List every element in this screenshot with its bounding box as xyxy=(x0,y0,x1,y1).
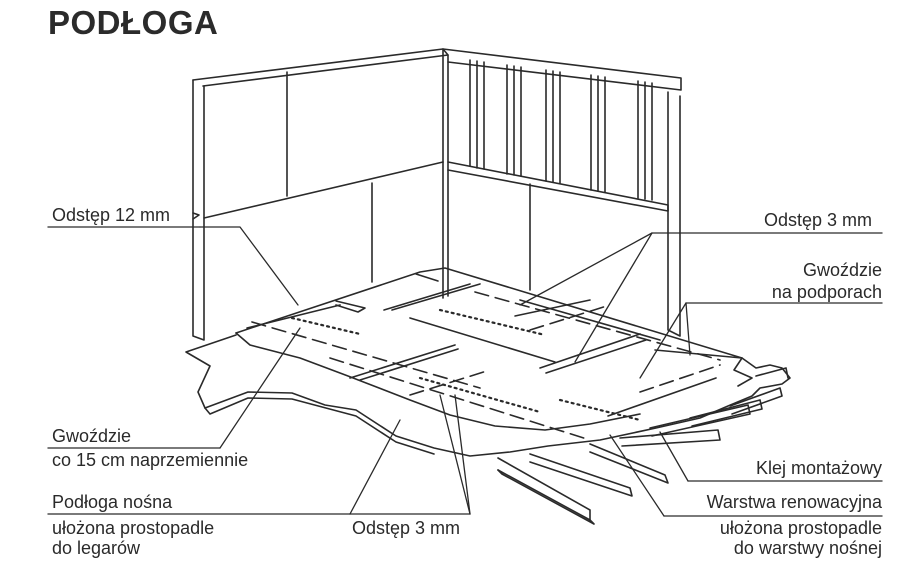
leader-lines xyxy=(47,226,883,517)
label-podloga-1: Podłoga nośna xyxy=(52,492,173,512)
label-warstwa-3: do warstwy nośnej xyxy=(733,538,882,558)
joists xyxy=(497,367,789,525)
label-warstwa-1: Warstwa renowacyjna xyxy=(706,492,882,512)
wall-studs xyxy=(469,59,653,201)
label-gwozdzie-left-1: Gwoździe xyxy=(52,426,132,446)
label-gwozdzie-top-2: na podporach xyxy=(771,282,882,302)
label-podloga-3: do legarów xyxy=(52,538,141,558)
label-gwozdzie-left-2: co 15 cm naprzemiennie xyxy=(52,450,249,470)
wall-left xyxy=(192,48,449,341)
label-podloga-2: ułożona prostopadle xyxy=(52,518,215,538)
label-klej: Klej montażowy xyxy=(755,458,882,478)
nail-rows xyxy=(290,308,642,422)
hidden-joints xyxy=(251,291,721,441)
label-gwozdzie-top-1: Gwoździe xyxy=(802,260,882,280)
page-title: PODŁOGA xyxy=(48,4,219,41)
label-odstep-12mm: Odstęp 12 mm xyxy=(52,205,171,225)
label-warstwa-2: ułożona prostopadle xyxy=(719,518,882,538)
label-odstep-3mm-bottom: Odstęp 3 mm xyxy=(352,518,461,538)
wall-right xyxy=(442,48,682,337)
label-odstep-3mm-top: Odstęp 3 mm xyxy=(764,210,873,230)
top-layer xyxy=(235,267,753,431)
subfloor-layer xyxy=(185,334,791,457)
